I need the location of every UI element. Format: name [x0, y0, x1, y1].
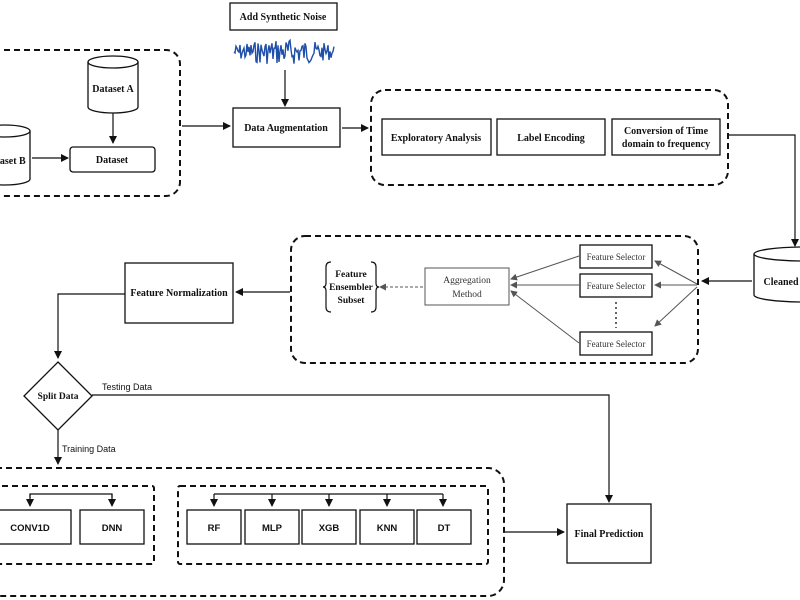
data-augmentation-label: Data Augmentation [244, 123, 328, 134]
feature-selector-1-label: Feature Selector [587, 252, 646, 262]
aggregation-label-line2: Method [452, 290, 482, 300]
model-dt-label: DT [438, 523, 451, 534]
model-xgb-node [301, 509, 357, 545]
exploratory-analysis-label: Exploratory Analysis [391, 133, 481, 144]
model-knn-node [359, 509, 415, 545]
exploratory-analysis-node [381, 118, 492, 156]
deep-models-group [0, 485, 155, 565]
final-prediction-label: Final Prediction [575, 529, 644, 540]
model-dnn-node [79, 509, 145, 545]
ensembler-label-line1: Feature [335, 270, 366, 280]
dataset-b-label: Dataset B [0, 156, 26, 167]
aggregation-label-line1: Aggregation [443, 276, 491, 286]
split-data-label: Split Data [38, 392, 79, 402]
ensembler-label-line2: Ensembler [329, 283, 374, 293]
dataset-label: Dataset [96, 155, 129, 166]
training-data-label: Training Data [62, 444, 116, 454]
arrow-preprocessing-to-cleaned [729, 134, 799, 247]
model-conv1d-node [0, 509, 72, 545]
testing-data-label: Testing Data [102, 382, 152, 392]
dataset-a-cylinder: Dataset A [87, 55, 139, 114]
model-conv1d-label: CONV1D [10, 523, 50, 534]
feature-selector-3-node [579, 331, 653, 356]
ml-models-group [177, 485, 489, 565]
aggregation-node [424, 267, 510, 306]
cleaned-cylinder: Cleaned [753, 246, 800, 303]
data-augmentation-node [232, 107, 341, 148]
models-group [0, 467, 505, 597]
noise-waveform-icon [233, 38, 335, 64]
dataset-node [69, 146, 156, 173]
arrow-to-selector-3 [654, 286, 698, 327]
feature-normalization-label: Feature Normalization [130, 288, 228, 299]
dataset-a-label: Dataset A [92, 84, 134, 95]
model-dt-node [416, 509, 472, 545]
model-mlp-label: MLP [262, 523, 283, 534]
feature-selector-1-node [579, 244, 653, 269]
conversion-node [611, 118, 721, 156]
model-knn-label: KNN [377, 523, 398, 534]
dataset-b-cylinder: Dataset B [0, 124, 31, 186]
model-rf-node [186, 509, 242, 545]
conversion-label-line1: Conversion of Time [624, 126, 709, 137]
cleaned-label: Cleaned [764, 277, 799, 288]
model-rf-label: RF [208, 523, 221, 534]
ensembler-label-line3: Subset [338, 296, 366, 306]
final-prediction-node [566, 503, 652, 564]
label-encoding-node [496, 118, 606, 156]
deep-distribution-line [29, 493, 113, 498]
ensembler-left-brace [322, 261, 332, 313]
feature-normalization-node [124, 262, 234, 324]
feature-selector-2-node [579, 273, 653, 298]
arrow-selector-1-to-aggregation [510, 255, 580, 281]
arrow-normalization-to-split [54, 293, 125, 359]
model-mlp-node [244, 509, 300, 545]
feature-selector-3-label: Feature Selector [587, 339, 646, 349]
arrow-testing-to-prediction [92, 394, 613, 503]
model-xgb-label: XGB [319, 523, 340, 534]
arrow-selector-3-to-aggregation [510, 290, 580, 344]
model-dnn-label: DNN [102, 523, 123, 534]
dataset-group [0, 49, 181, 197]
feature-selector-2-label: Feature Selector [587, 281, 646, 291]
add-noise-label: Add Synthetic Noise [240, 12, 327, 23]
feature-selection-group [290, 235, 699, 364]
ensembler-right-brace [370, 261, 380, 313]
conversion-label-line2: domain to frequency [622, 139, 710, 150]
arrow-to-selector-1 [654, 260, 698, 285]
add-noise-node [229, 2, 338, 31]
label-encoding-label: Label Encoding [517, 133, 585, 144]
preprocessing-group [370, 89, 729, 186]
